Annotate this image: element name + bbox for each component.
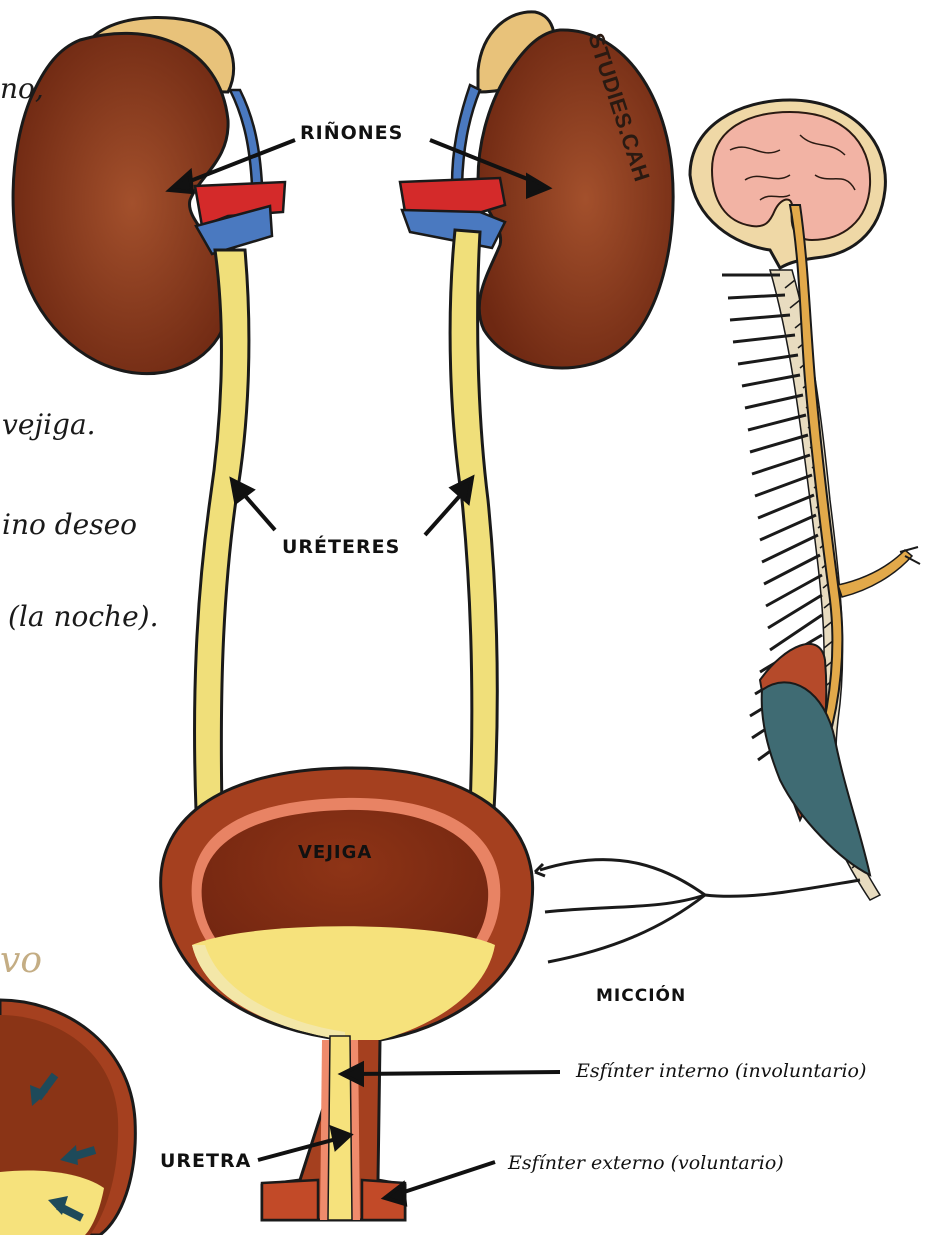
brain [712,112,870,240]
label-internal-sphincter: Esfínter interno (involuntario) [576,1060,866,1082]
cut-text-line-5: vo [0,940,42,981]
pelvic-muscle-teal [762,682,870,875]
label-bladder: VEJIGA [298,842,372,863]
right-renal-vein [452,85,480,185]
label-kidneys: RIÑONES [300,122,403,144]
urine [192,926,495,1040]
nervous-system [690,100,920,900]
external-sphincter [262,1180,318,1220]
cut-text-line-2: vejiga. [2,408,96,441]
micturition-nerves [535,860,860,962]
cut-text-line-4: (la noche). [8,600,158,633]
label-external-sphincter: Esfínter externo (voluntario) [508,1152,784,1174]
label-ureters: URÉTERES [282,536,400,558]
label-urethra: URETRA [160,1150,251,1172]
partial-bladder-detail [0,1000,135,1235]
label-micturition: MICCIÓN [596,986,686,1006]
left-renal-vein [230,90,262,185]
cut-text-line-1: no, [0,72,44,105]
cut-text-line-3: ino deseo [2,508,137,541]
